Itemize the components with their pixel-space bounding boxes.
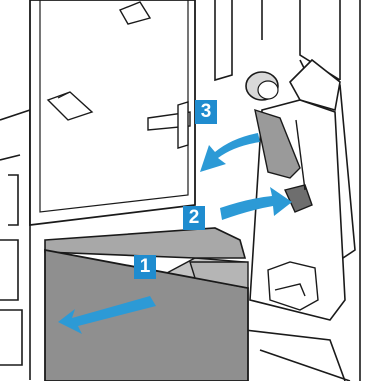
arrow-step-3 <box>200 133 260 172</box>
step-2-badge: 2 <box>183 206 205 230</box>
step-3-badge: 3 <box>195 100 217 124</box>
roller-knob <box>246 72 278 100</box>
open-door <box>30 0 195 225</box>
step-1-number: 1 <box>140 256 151 278</box>
step-1-badge: 1 <box>134 255 156 279</box>
step-3-number: 3 <box>201 101 212 123</box>
step-2-number: 2 <box>189 207 200 229</box>
